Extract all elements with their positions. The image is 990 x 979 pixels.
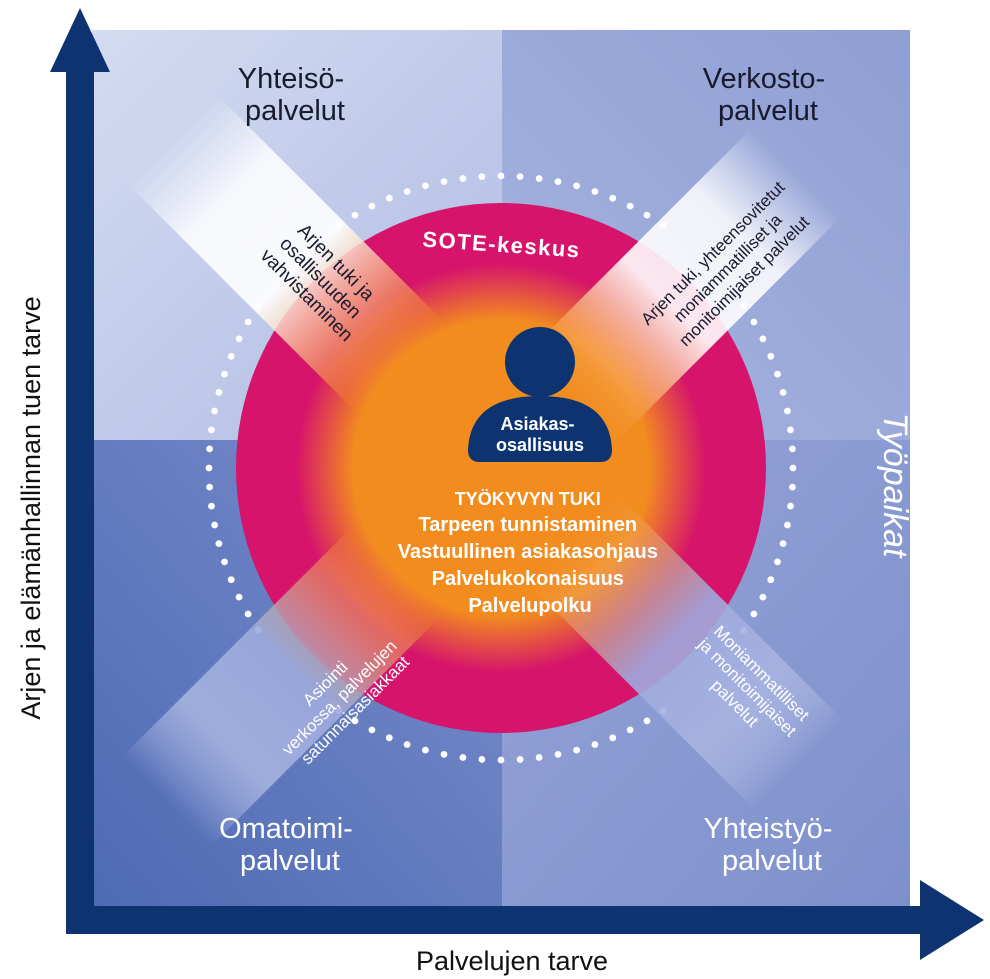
ring-dot	[478, 173, 486, 181]
ring-dot	[789, 483, 796, 491]
ring-dot	[609, 734, 617, 742]
y-axis-label: Arjen ja elämänhallinnan tuen tarve	[16, 296, 46, 719]
ring-dot	[609, 194, 617, 202]
ring-dot	[244, 318, 252, 326]
ring-dot	[643, 211, 651, 219]
ring-dot	[516, 756, 524, 763]
ring-dot	[351, 211, 359, 219]
ring-dot	[784, 521, 791, 529]
ring-dot	[403, 741, 411, 748]
ring-dot	[554, 751, 562, 758]
ring-dot	[591, 188, 599, 195]
quadrant-label-bottom-left: Omatoimi- palvelut	[219, 813, 361, 877]
center-text: TYÖKYVYN TUKI Tarpeen tunnistaminen Vast…	[398, 489, 663, 617]
client-label: Asiakas- osallisuus	[496, 414, 584, 455]
ring-dot	[767, 352, 775, 360]
ring-dot	[516, 173, 524, 181]
ring-dot	[227, 576, 235, 584]
ring-dot	[440, 751, 448, 758]
ring-dot	[626, 726, 634, 734]
ring-dot	[787, 502, 794, 510]
ring-dot	[422, 182, 429, 190]
y-axis-arrow	[50, 8, 110, 930]
ring-dot	[368, 726, 376, 734]
ring-dot	[459, 754, 467, 761]
ring-dot	[774, 558, 781, 566]
ring-dot	[789, 464, 797, 472]
ring-dot	[478, 756, 486, 763]
ring-dot	[221, 370, 228, 378]
ring-dot	[403, 188, 411, 195]
ring-dot	[221, 558, 228, 566]
ring-dot	[626, 202, 634, 210]
ring-dot	[535, 175, 543, 182]
ring-dot	[643, 717, 651, 725]
ring-dot	[208, 426, 215, 434]
ring-dot	[227, 352, 235, 360]
quadrant-label-bottom-right: Yhteistyö- palvelut	[703, 813, 840, 877]
ring-dot	[385, 734, 393, 742]
ring-dot	[215, 389, 223, 396]
ring-dot	[440, 178, 448, 186]
ring-dot	[573, 746, 580, 754]
band-top-right	[518, 128, 841, 451]
ring-dot	[497, 756, 505, 764]
ring-dot	[205, 464, 213, 472]
ring-dot	[787, 426, 794, 434]
person-icon	[468, 327, 612, 462]
ring-dot	[789, 445, 796, 453]
ring-dot	[206, 483, 214, 491]
ring-dot	[779, 540, 787, 547]
ring-dot	[368, 202, 376, 210]
ring-dot	[554, 178, 562, 186]
ring-dot	[591, 741, 599, 748]
ring-dot	[422, 746, 429, 754]
quadrant-label-top-right: Verkosto- palvelut	[703, 63, 834, 127]
ring-dot	[759, 593, 767, 601]
x-axis-arrow	[66, 880, 984, 960]
ring-dot	[208, 502, 215, 510]
ring-dot	[459, 175, 467, 182]
ring-dot	[750, 610, 758, 618]
dotted-ring	[205, 172, 797, 764]
ring-dot	[235, 593, 243, 601]
ring-dot	[497, 172, 505, 180]
ring-dot	[784, 407, 791, 415]
ring-dot	[535, 754, 543, 761]
ring-dot	[385, 194, 393, 202]
ring-dot	[573, 182, 580, 190]
ring-dot	[774, 370, 781, 378]
ring-dot	[750, 318, 758, 326]
ring-dot	[211, 407, 219, 415]
quadrant-label-top-left: Yhteisö- palvelut	[238, 63, 352, 127]
side-label: Työpaikat	[876, 413, 914, 559]
ring-dot	[211, 521, 219, 529]
ring-dot	[215, 540, 223, 547]
band-top-left	[126, 93, 449, 416]
ring-dot	[235, 335, 243, 343]
ring-dot	[244, 610, 252, 618]
ring-dot	[206, 445, 214, 453]
band-bottom-right	[521, 487, 844, 810]
ring-dot	[767, 576, 775, 584]
x-axis-label: Palvelujen tarve	[416, 946, 608, 976]
band-bottom-left	[123, 522, 446, 845]
ring-dot	[759, 335, 767, 343]
ring-dot	[351, 717, 359, 725]
ring-dot	[779, 389, 787, 396]
